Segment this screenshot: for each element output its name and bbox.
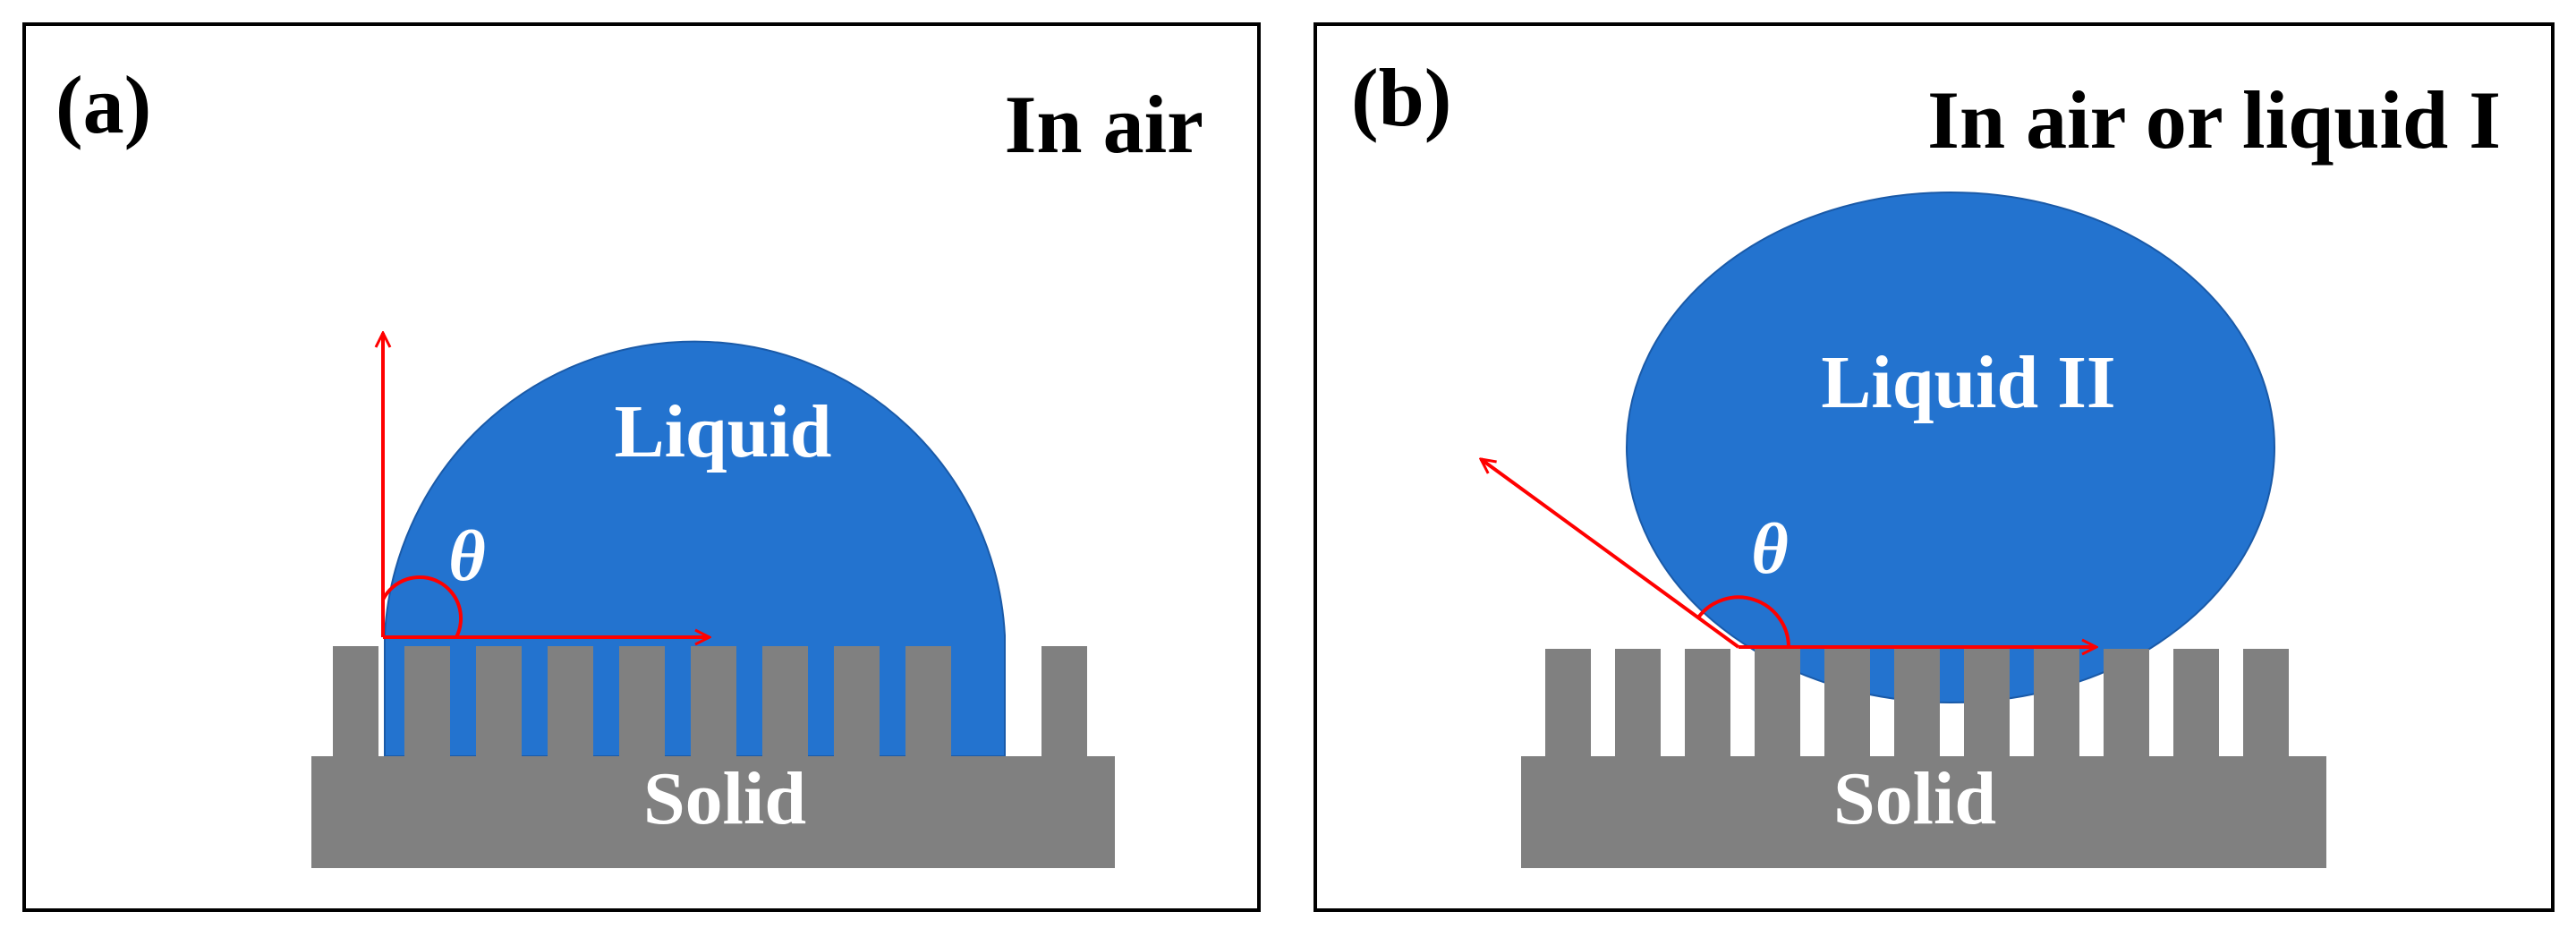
panel-a-label: (a)	[55, 59, 151, 150]
panel-a-substrate-base	[311, 756, 1115, 868]
panel-b-pillar	[1685, 649, 1730, 757]
panel-b-pillar	[2173, 649, 2219, 757]
panel-b-substrate-base	[1521, 756, 2326, 868]
panel-b: (b) In air or liquid I Liquid II Solid θ	[1314, 22, 2555, 912]
panel-b-solid-label: Solid	[1833, 757, 1996, 840]
panel-a-pillar	[404, 646, 450, 757]
panel-a: (a) In air Liquid Solid θ	[22, 22, 1261, 912]
panel-b-pillar	[2034, 649, 2079, 757]
panel-b-pillar	[1755, 649, 1800, 757]
panel-b-pillar	[1964, 649, 2010, 757]
panel-a-pillar	[691, 646, 736, 757]
panel-b-solid-substrate	[1521, 649, 2326, 868]
panel-b-pillar	[1824, 649, 1870, 757]
panel-b-environment-label: In air or liquid I	[1927, 74, 2501, 166]
panel-a-droplet-label: Liquid	[615, 390, 832, 473]
panel-a-pillar	[905, 646, 951, 757]
panel-a-pillar	[476, 646, 522, 757]
panel-b-theta-symbol: θ	[1751, 510, 1789, 589]
panel-a-pillar	[333, 646, 378, 757]
panel-a-pillar	[1041, 646, 1087, 757]
panel-a-solid-label: Solid	[643, 757, 806, 840]
panel-b-pillar	[1615, 649, 1661, 757]
panel-a-environment-label: In air	[1005, 79, 1203, 170]
panel-b-label: (b)	[1351, 52, 1451, 143]
panel-b-angle-arc	[1696, 595, 1790, 648]
panel-a-pillar	[762, 646, 808, 757]
panel-b-pillar	[2104, 649, 2149, 757]
panel-a-angle-arc	[381, 575, 463, 638]
panel-b-droplet	[1626, 192, 2275, 703]
panel-b-pillar	[1894, 649, 1940, 757]
panel-a-pillar	[619, 646, 665, 757]
panel-a-pillar	[834, 646, 880, 757]
panel-b-droplet-label: Liquid II	[1821, 341, 2115, 424]
panel-b-tangent-arrow	[1481, 459, 1740, 649]
panel-a-pillar	[548, 646, 593, 757]
panel-b-pillar	[2243, 649, 2289, 757]
panel-a-solid-substrate	[311, 646, 1115, 868]
panel-b-pillar	[1545, 649, 1591, 757]
panel-a-theta-symbol: θ	[448, 517, 486, 596]
